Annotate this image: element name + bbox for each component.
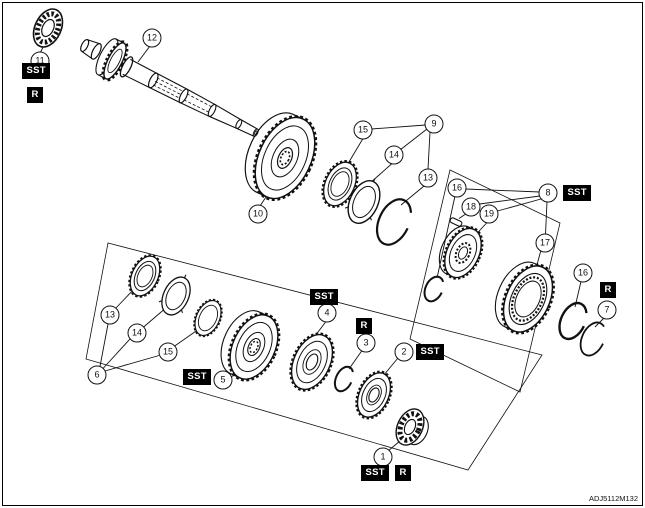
callout-6: 6 — [87, 365, 107, 385]
callout-number: 13 — [422, 172, 433, 183]
callout-5: 5 — [213, 370, 233, 390]
assembly-box-lines — [85, 169, 561, 471]
callout-number: 2 — [401, 346, 407, 357]
callout-1: 1 — [373, 447, 393, 467]
callout-17: 17 — [535, 233, 555, 253]
callout-number: 7 — [604, 304, 610, 315]
gear-2 — [355, 370, 393, 420]
snap-ring-upper — [375, 198, 413, 246]
gear-5 — [220, 310, 281, 382]
callout-number: 14 — [131, 327, 142, 338]
callout-10: 10 — [248, 204, 268, 224]
callout-2: 2 — [394, 342, 414, 362]
callout-number: 8 — [545, 187, 551, 198]
synchronizer-ring-upper — [321, 160, 359, 208]
sst-tag-4: SST — [310, 289, 339, 305]
callout-9: 9 — [424, 114, 444, 134]
sst-tag-11: SST — [22, 63, 51, 79]
bearing-rear — [32, 8, 64, 48]
snap-ring-outer — [558, 301, 588, 341]
gear-4 — [289, 332, 335, 392]
callout-3: 3 — [356, 333, 376, 353]
callout-13-lower: 13 — [100, 305, 120, 325]
callout-4: 4 — [317, 303, 337, 323]
callout-7: 7 — [597, 300, 617, 320]
callout-number: 14 — [388, 149, 399, 160]
callout-16-upper: 16 — [447, 178, 467, 198]
callout-number: 9 — [431, 118, 437, 129]
callout-number: 11 — [35, 55, 45, 66]
callout-number: 17 — [539, 237, 550, 248]
callout-18: 18 — [461, 197, 481, 217]
callout-number: 13 — [104, 309, 115, 320]
spring-ring-lower — [158, 274, 191, 316]
callout-number: 16 — [451, 182, 462, 193]
callout-number: 16 — [577, 267, 588, 278]
callout-number: 18 — [465, 201, 476, 212]
r-tag-16: R — [600, 282, 617, 298]
callout-16-outer: 16 — [573, 263, 593, 283]
clutch-hub — [438, 225, 484, 280]
callout-number: 6 — [94, 369, 100, 380]
sst-tag-2: SST — [416, 344, 445, 360]
callout-number: 3 — [363, 337, 369, 348]
sst-tag-8: SST — [563, 185, 592, 201]
figure-code: ADJ5112M132 — [588, 494, 638, 503]
callout-15-upper: 15 — [353, 120, 373, 140]
r-tag-1: R — [395, 465, 412, 481]
callout-number: 15 — [357, 124, 368, 135]
synchronizer-ring-lower — [193, 298, 223, 338]
gear-large — [244, 112, 318, 201]
r-tag-11: R — [27, 87, 44, 103]
callout-12: 12 — [142, 28, 162, 48]
callout-number: 5 — [220, 374, 226, 385]
toothed-ring-lower — [128, 254, 162, 298]
callout-number: 1 — [380, 451, 386, 462]
snap-ring-small — [423, 275, 445, 303]
r-tag-3: R — [356, 318, 373, 334]
sst-tag-1: SST — [361, 465, 390, 481]
callout-14-lower: 14 — [127, 323, 147, 343]
snap-ring-7 — [579, 321, 607, 357]
synchronizer-key — [449, 217, 463, 227]
callout-15-lower: 15 — [158, 342, 178, 362]
callout-number: 10 — [252, 208, 263, 219]
spring-ring-upper — [344, 178, 381, 224]
leader-lines — [39, 39, 605, 452]
callout-number: 19 — [483, 208, 494, 219]
coupling-sleeve — [494, 261, 555, 335]
callout-8: 8 — [538, 183, 558, 203]
sst-tag-5: SST — [183, 369, 212, 385]
main-shaft — [80, 38, 259, 137]
callout-14-upper: 14 — [384, 145, 404, 165]
callout-19: 19 — [479, 204, 499, 224]
callout-number: 4 — [324, 307, 330, 318]
callout-number: 15 — [162, 346, 173, 357]
callout-13-upper: 13 — [418, 168, 438, 188]
snap-ring-3 — [333, 365, 355, 393]
bearing-front — [395, 408, 429, 446]
callout-number: 12 — [146, 32, 157, 43]
